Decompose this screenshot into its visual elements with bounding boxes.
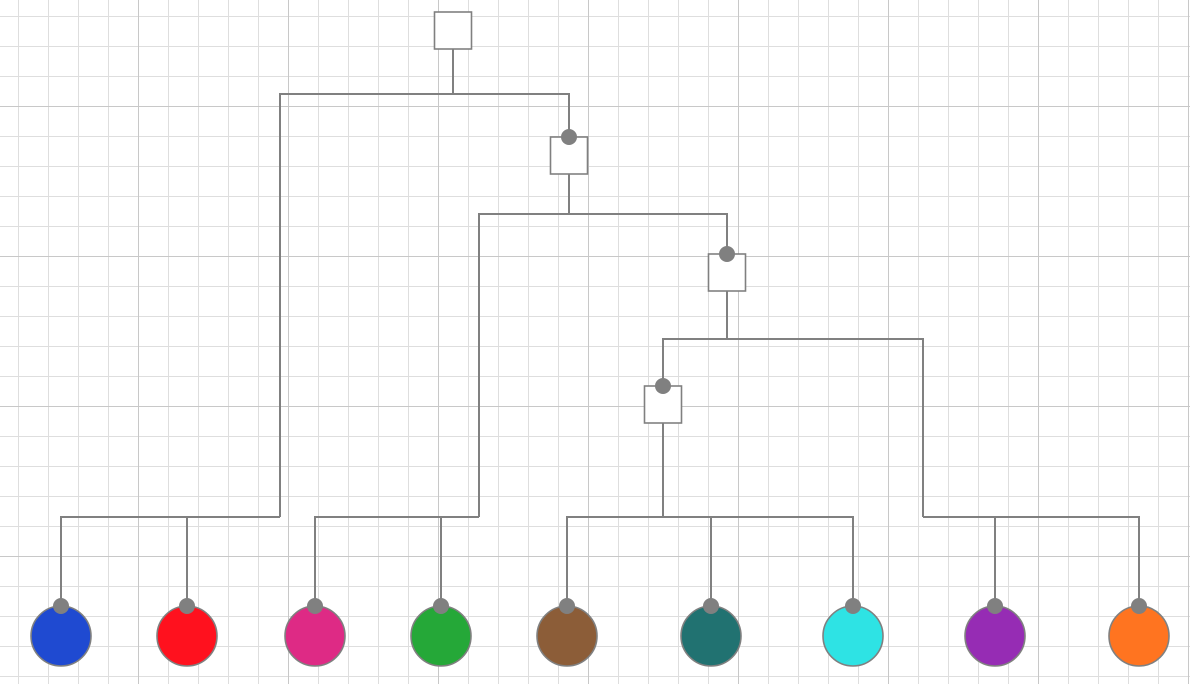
tree-leaf-circle <box>1108 605 1170 667</box>
edge-connector <box>727 338 924 517</box>
connector-dot <box>845 598 861 614</box>
edge-connector <box>440 516 479 606</box>
tree-leaf-circle <box>156 605 218 667</box>
tree-leaf-circle <box>410 605 472 667</box>
tree-leaf-circle <box>964 605 1026 667</box>
connector-dot <box>179 598 195 614</box>
edge-connector <box>314 516 479 606</box>
connector-dot <box>561 129 577 145</box>
edge-connector <box>569 213 728 254</box>
connector-dot <box>655 378 671 394</box>
connector-dot <box>987 598 1003 614</box>
connector-dot <box>1131 598 1147 614</box>
edge-connector <box>453 93 570 137</box>
tree-leaf-circle <box>284 605 346 667</box>
edge-connector <box>923 516 996 606</box>
tree-node-box <box>433 11 473 50</box>
connector-dot <box>559 598 575 614</box>
tree-leaf-circle <box>822 605 884 667</box>
connector-dot <box>307 598 323 614</box>
tree-leaf-circle <box>536 605 598 667</box>
tree-leaf-circle <box>680 605 742 667</box>
edge-connector <box>478 213 569 517</box>
edge-connector <box>566 516 663 606</box>
edge-connector <box>663 516 712 606</box>
connector-dot <box>719 246 735 262</box>
edge-connector <box>663 516 854 606</box>
edge-connector <box>186 516 280 606</box>
edge-connector <box>60 516 280 606</box>
tree-leaf-circle <box>30 605 92 667</box>
connector-dot <box>53 598 69 614</box>
edge-connector <box>279 93 453 517</box>
edge-connector <box>923 516 1140 606</box>
connector-dot <box>433 598 449 614</box>
edge-connector <box>662 338 727 386</box>
connector-dot <box>703 598 719 614</box>
